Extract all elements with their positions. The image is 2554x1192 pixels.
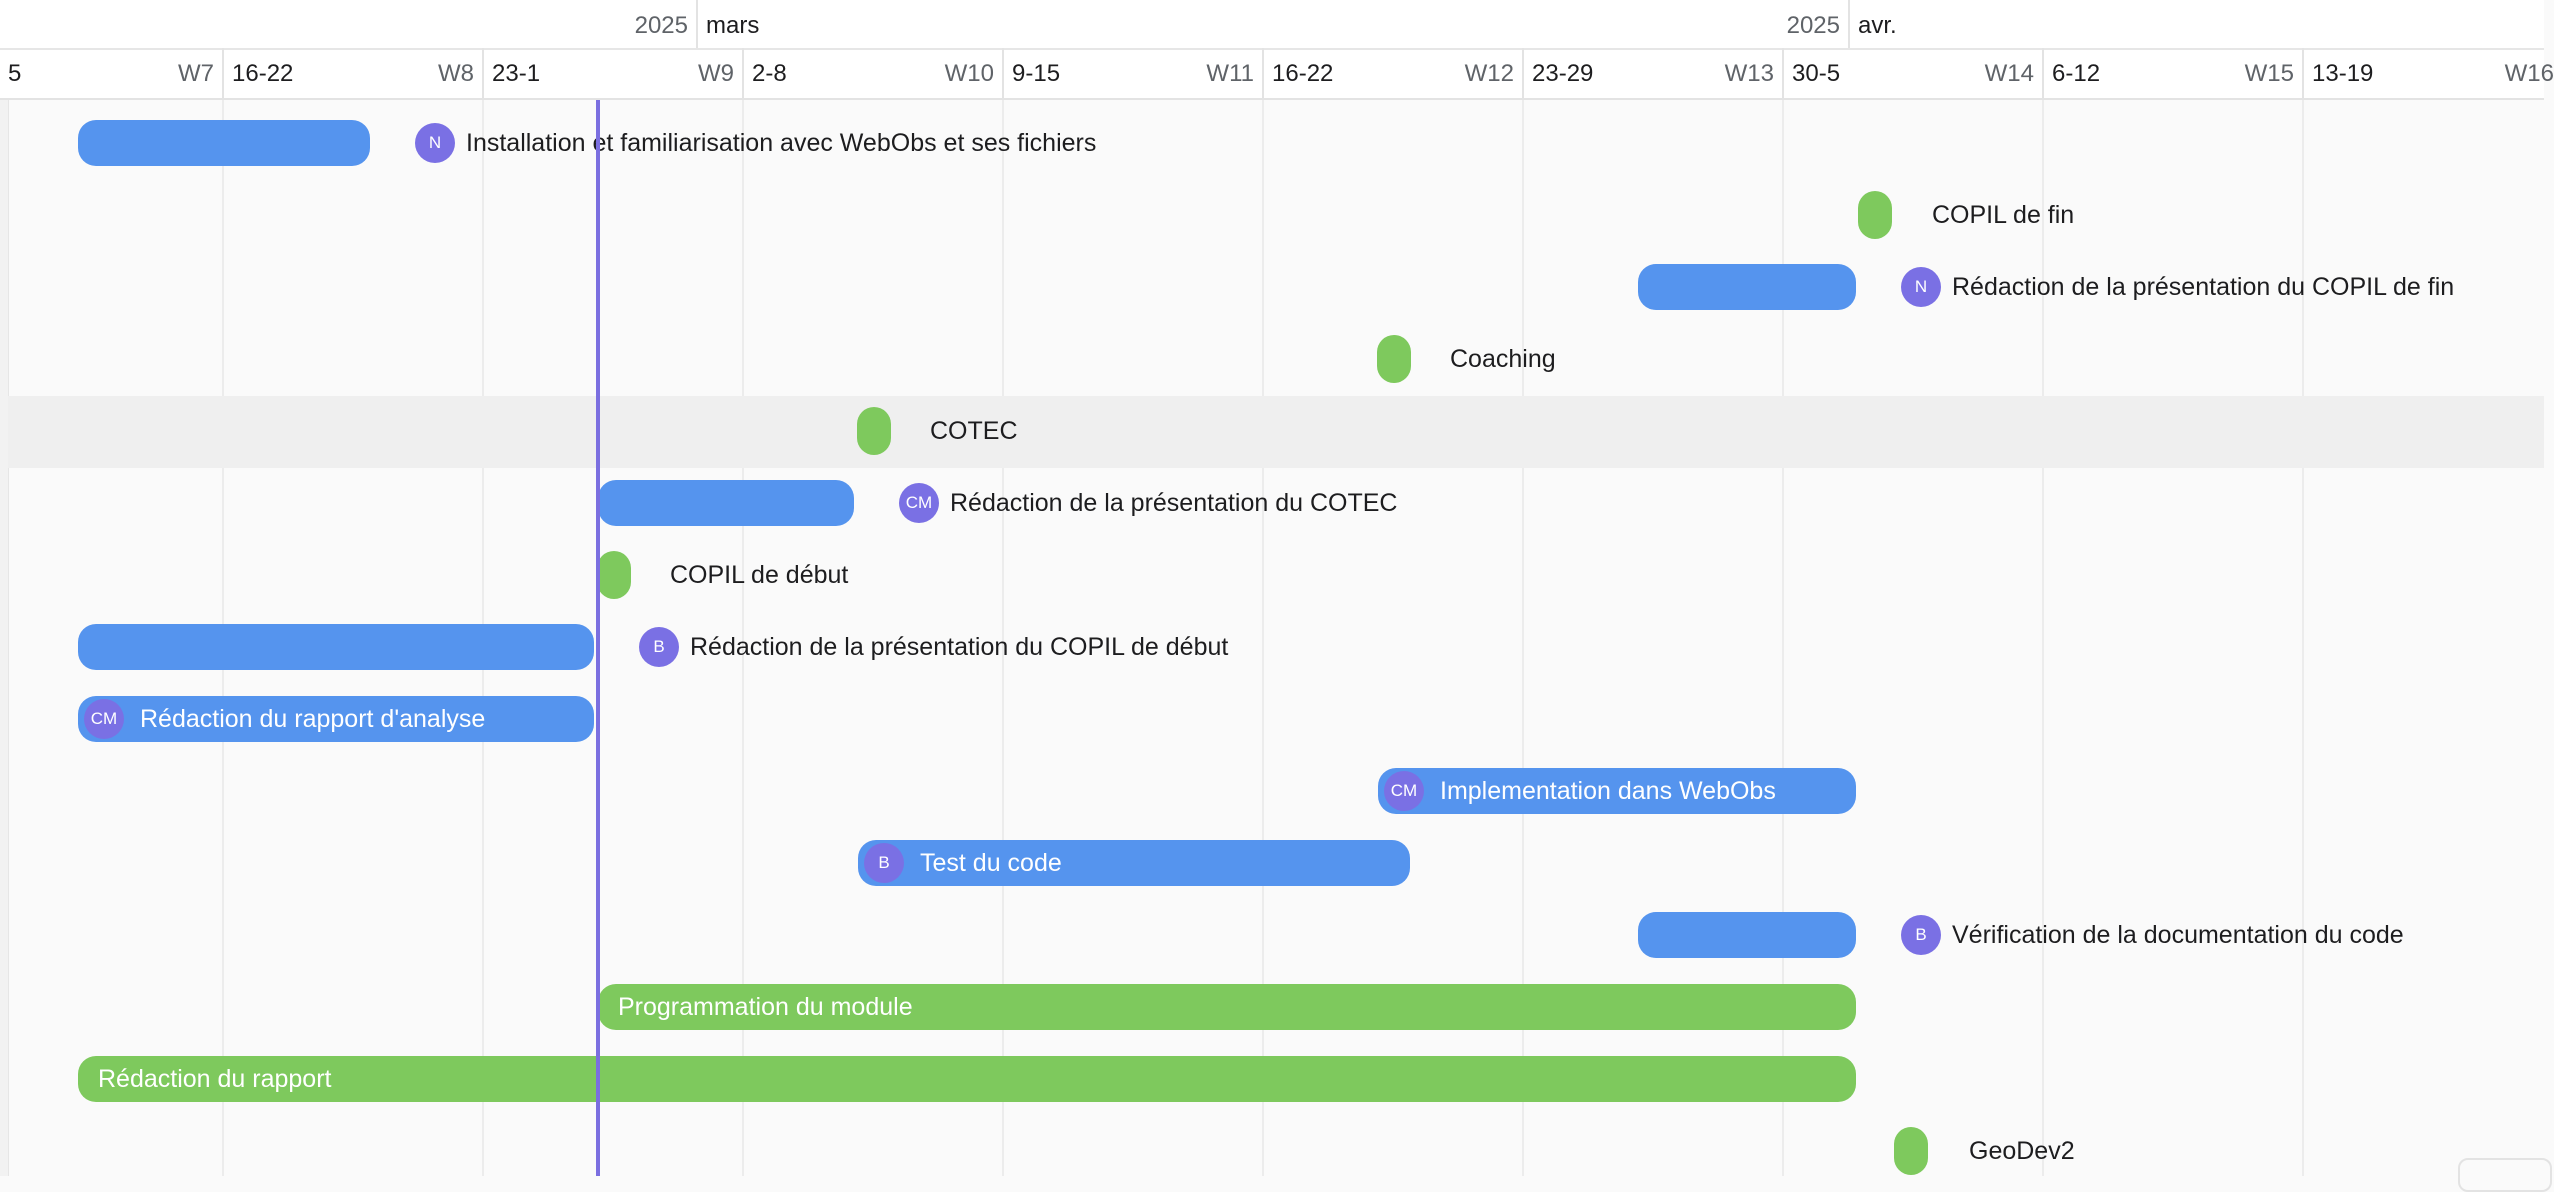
task-bar-test-du-code[interactable]: B Test du code (858, 840, 1410, 886)
week-divider (1002, 48, 1004, 98)
assignee-avatar[interactable]: N (1901, 267, 1941, 307)
task-bar-programmation-module[interactable]: Programmation du module (598, 984, 1856, 1030)
task-label: Rédaction de la présentation du COPIL de… (1952, 273, 2455, 301)
milestone-label: COPIL de fin (1932, 201, 2075, 229)
week-gridline (2302, 98, 2304, 1176)
milestone-label: Coaching (1450, 345, 1556, 373)
milestone-copil-de-fin[interactable] (1858, 191, 1892, 239)
week-number-label: W14 (1984, 60, 2034, 87)
milestone-geodev2[interactable] (1894, 1127, 1928, 1175)
week-divider (1522, 48, 1524, 98)
week-divider (482, 48, 484, 98)
task-bar-installation[interactable] (78, 120, 370, 166)
week-row: 5 W7 16-22 W8 23-1 W9 2-8 W10 9-15 W11 1… (0, 48, 2554, 98)
assignee-avatar[interactable]: CM (1384, 771, 1424, 811)
month-divider (696, 0, 698, 48)
corner-control[interactable] (2458, 1158, 2552, 1192)
task-label: Rédaction de la présentation du COTEC (950, 489, 1398, 517)
assignee-avatar[interactable]: CM (899, 483, 939, 523)
milestone-label: GeoDev2 (1969, 1137, 2075, 1165)
week-range-label: 2-8 (752, 60, 787, 87)
week-divider (222, 48, 224, 98)
month-row: 2025 mars 2025 avr. (0, 0, 2544, 50)
week-divider (2042, 48, 2044, 98)
task-label: Vérification de la documentation du code (1952, 921, 2404, 949)
task-bar-presentation-cotec[interactable] (598, 480, 854, 526)
week-divider (2302, 48, 2304, 98)
week-number-label: W11 (1206, 60, 1254, 87)
month-year-label: 2025 (1786, 12, 1840, 39)
week-gridline (1262, 98, 1264, 1176)
month-name-label: avr. (1858, 12, 1897, 39)
task-label: Installation et familiarisation avec Web… (466, 129, 1097, 157)
week-range-label: 9-15 (1012, 60, 1061, 87)
milestone-label: COPIL de début (670, 561, 849, 589)
task-bar-redaction-rapport[interactable]: Rédaction du rapport (78, 1056, 1856, 1102)
week-gridline (1782, 98, 1784, 1176)
task-label: Test du code (920, 848, 1062, 877)
week-number-label: W10 (944, 60, 994, 87)
task-label: Rédaction de la présentation du COPIL de… (690, 633, 1229, 661)
month-name-label: mars (706, 12, 760, 39)
week-number-label: W8 (438, 60, 474, 87)
assignee-avatar[interactable]: B (639, 627, 679, 667)
month-year-label: 2025 (634, 12, 688, 39)
task-label: Rédaction du rapport d'analyse (140, 704, 486, 733)
milestone-copil-de-debut[interactable] (597, 551, 631, 599)
week-number-label: W7 (178, 60, 214, 87)
week-number-label: W12 (1464, 60, 1514, 87)
week-range-label: 16-22 (232, 60, 294, 87)
week-number-label: W9 (698, 60, 734, 87)
milestone-cotec[interactable] (857, 407, 891, 455)
hovered-row-highlight (8, 396, 2544, 468)
week-gridline (1002, 98, 1004, 1176)
week-gridline (2042, 98, 2044, 1176)
week-range-label: 5 (8, 60, 22, 87)
task-bar-rapport-analyse[interactable]: CM Rédaction du rapport d'analyse (78, 696, 594, 742)
assignee-avatar[interactable]: B (1901, 915, 1941, 955)
timeline-header: 2025 mars 2025 avr. 5 W7 16-22 W8 23-1 W… (0, 0, 2554, 100)
week-number-label: W13 (1724, 60, 1774, 87)
month-divider (1848, 0, 1850, 48)
task-bar-presentation-copil-debut[interactable] (78, 624, 594, 670)
week-range-label: 30-5 (1792, 60, 1841, 87)
task-label: Implementation dans WebObs (1440, 776, 1776, 805)
milestone-label: COTEC (930, 417, 1018, 445)
week-gridline (742, 98, 744, 1176)
week-divider (1782, 48, 1784, 98)
task-bar-presentation-copil-fin[interactable] (1638, 264, 1856, 310)
week-divider (742, 48, 744, 98)
today-marker-line (596, 98, 600, 1176)
assignee-avatar[interactable]: B (864, 843, 904, 883)
week-number-label: W15 (2244, 60, 2294, 87)
week-range-label: 23-29 (1532, 60, 1594, 87)
assignee-avatar[interactable]: N (415, 123, 455, 163)
week-range-label: 13-19 (2312, 60, 2374, 87)
week-range-label: 16-22 (1272, 60, 1334, 87)
task-bar-implementation-webobs[interactable]: CM Implementation dans WebObs (1378, 768, 1856, 814)
milestone-coaching[interactable] (1377, 335, 1411, 383)
task-label: Rédaction du rapport (98, 1064, 332, 1093)
left-panel-edge (0, 98, 9, 1176)
week-gridline (1522, 98, 1524, 1176)
assignee-avatar[interactable]: CM (84, 699, 124, 739)
week-range-label: 23-1 (492, 60, 541, 87)
week-divider (1262, 48, 1264, 98)
week-range-label: 6-12 (2052, 60, 2101, 87)
task-label: Programmation du module (618, 992, 913, 1021)
week-number-label: W16 (2504, 60, 2554, 87)
task-bar-verification-documentation[interactable] (1638, 912, 1856, 958)
